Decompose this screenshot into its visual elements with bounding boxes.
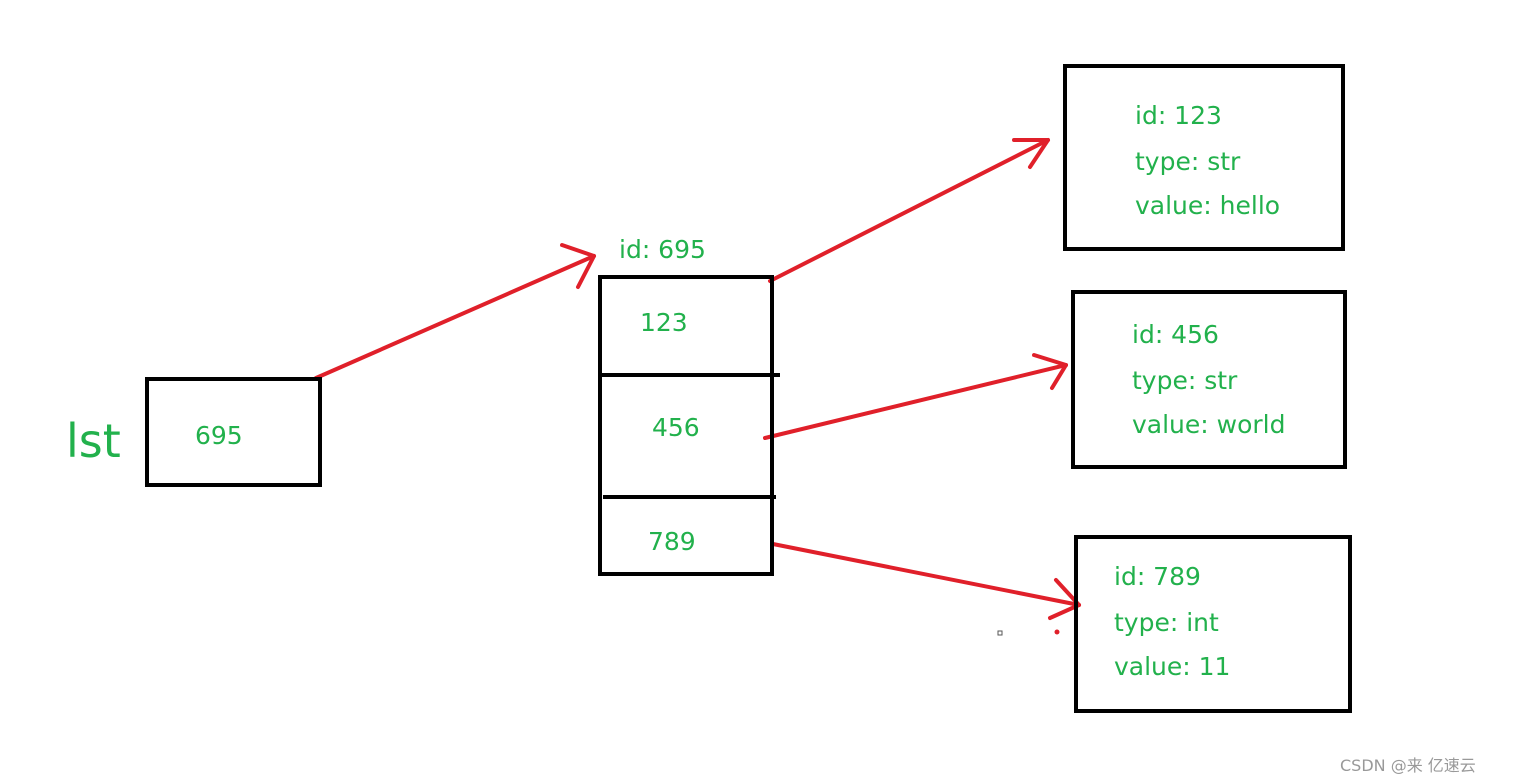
object-2-type: type: str [1132, 366, 1238, 395]
variable-label: lst [66, 414, 121, 468]
arrow-456-to-object [763, 353, 1068, 440]
arrow-123-to-object [768, 138, 1050, 283]
object-1-type: type: str [1135, 147, 1241, 176]
object-3-value: value: 11 [1114, 652, 1231, 681]
arrow-789-to-object [771, 542, 1081, 620]
arrow-var-to-list [314, 243, 596, 380]
object-2-id: id: 456 [1132, 320, 1219, 349]
list-cell-2: 456 [652, 413, 700, 442]
variable-box [145, 377, 322, 487]
object-box-1 [1063, 64, 1345, 251]
object-3-type: type: int [1114, 608, 1219, 637]
red-dot [1054, 629, 1060, 635]
object-box-3 [1074, 535, 1352, 713]
object-3-id: id: 789 [1114, 562, 1201, 591]
list-cell-1: 123 [640, 308, 688, 337]
list-object-box [598, 275, 774, 576]
object-box-2 [1071, 290, 1347, 469]
list-divider-2 [603, 495, 776, 499]
stray-marker [997, 630, 1003, 636]
watermark: CSDN @来 亿速云 [1340, 756, 1476, 775]
list-cell-3: 789 [648, 527, 696, 556]
object-1-value: value: hello [1135, 191, 1281, 220]
list-id-label: id: 695 [619, 235, 706, 264]
variable-box-value: 695 [195, 421, 243, 450]
object-1-id: id: 123 [1135, 101, 1222, 130]
list-divider-1 [600, 373, 780, 377]
object-2-value: value: world [1132, 410, 1286, 439]
